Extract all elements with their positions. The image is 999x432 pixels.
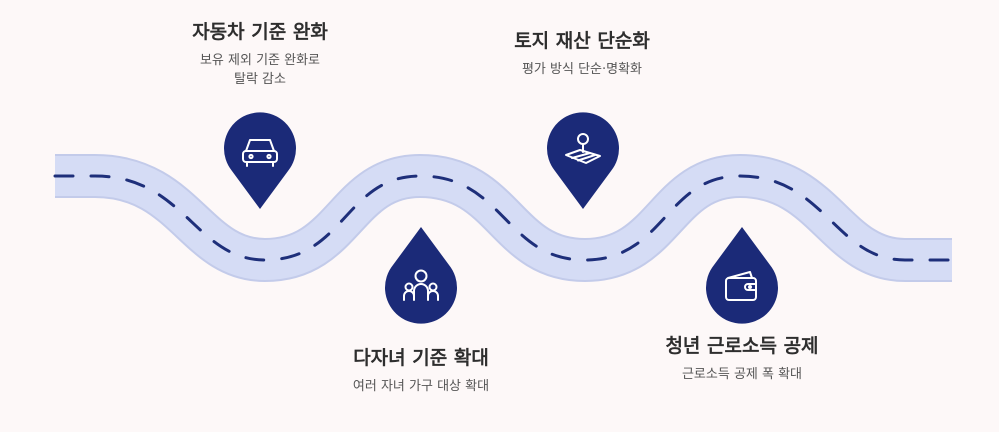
milestone-1: 자동차 기준 완화 보유 제외 기준 완화로 탈락 감소 bbox=[160, 20, 360, 89]
road bbox=[53, 153, 954, 283]
milestone-desc: 평가 방식 단순·명확화 bbox=[521, 62, 643, 77]
location-pin-3 bbox=[547, 112, 619, 209]
road-centerline bbox=[53, 174, 954, 262]
location-pin-1 bbox=[224, 112, 296, 209]
milestone-desc: 여러 자녀 가구 대상 확대 bbox=[352, 379, 490, 394]
milestone-2: 다자녀 기준 확대 여러 자녀 가구 대상 확대 bbox=[311, 346, 531, 396]
milestone-title: 토지 재산 단순화 bbox=[514, 30, 650, 52]
location-pin-4 bbox=[706, 227, 778, 324]
milestone-desc: 보유 제외 기준 완화로 탈락 감소 bbox=[199, 53, 321, 87]
milestone-desc: 근로소득 공제 폭 확대 bbox=[681, 367, 803, 382]
milestone-title: 다자녀 기준 확대 bbox=[353, 347, 489, 369]
location-pin-2 bbox=[385, 227, 457, 324]
milestone-title: 청년 근로소득 공제 bbox=[665, 335, 819, 357]
family-icon bbox=[403, 269, 439, 301]
car-icon bbox=[242, 139, 278, 167]
wallet-icon bbox=[725, 271, 757, 301]
milestone-3: 토지 재산 단순화 평가 방식 단순·명확화 bbox=[472, 29, 692, 79]
milestone-title: 자동차 기준 완화 bbox=[192, 21, 328, 43]
milestone-4: 청년 근로소득 공제 근로소득 공제 폭 확대 bbox=[662, 334, 822, 384]
land-icon bbox=[565, 133, 601, 164]
